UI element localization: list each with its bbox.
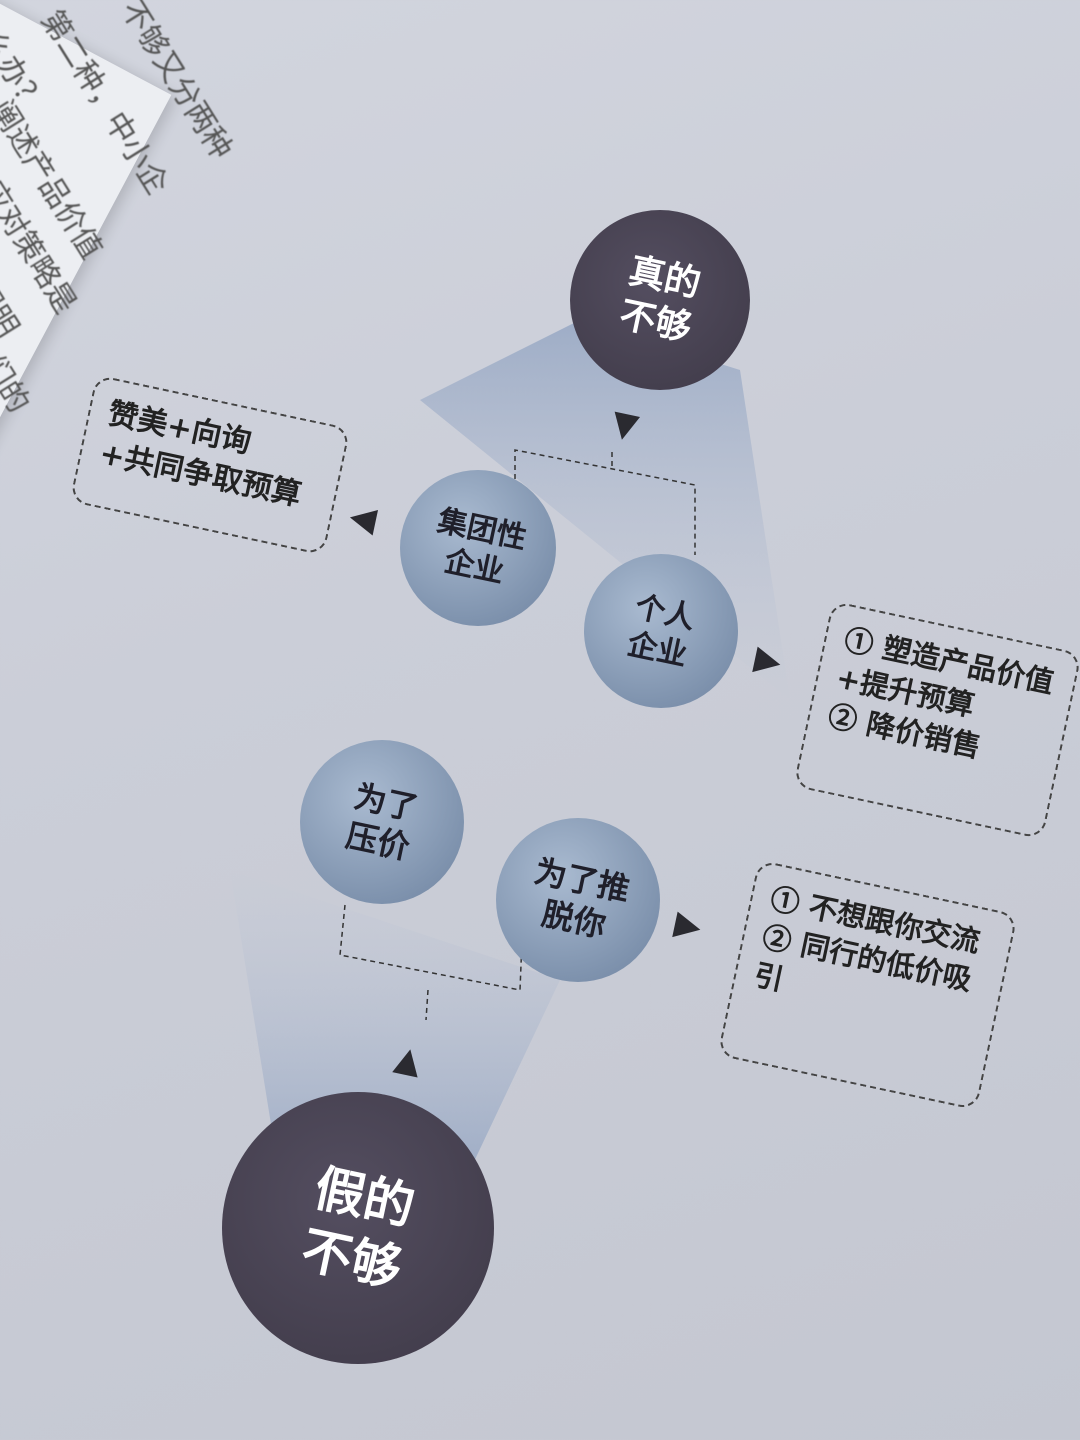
node-brush-off: 为了推 脱你 [496, 818, 660, 982]
node-truly-insufficient: 真的 不够 [570, 210, 750, 390]
node-press-price: 为了 压价 [300, 740, 464, 904]
node-falsely-insufficient: 假的 不够 [222, 1092, 494, 1364]
node-group-company: 集团性 企业 [400, 470, 556, 626]
node-personal-company: 个人 企业 [584, 554, 738, 708]
